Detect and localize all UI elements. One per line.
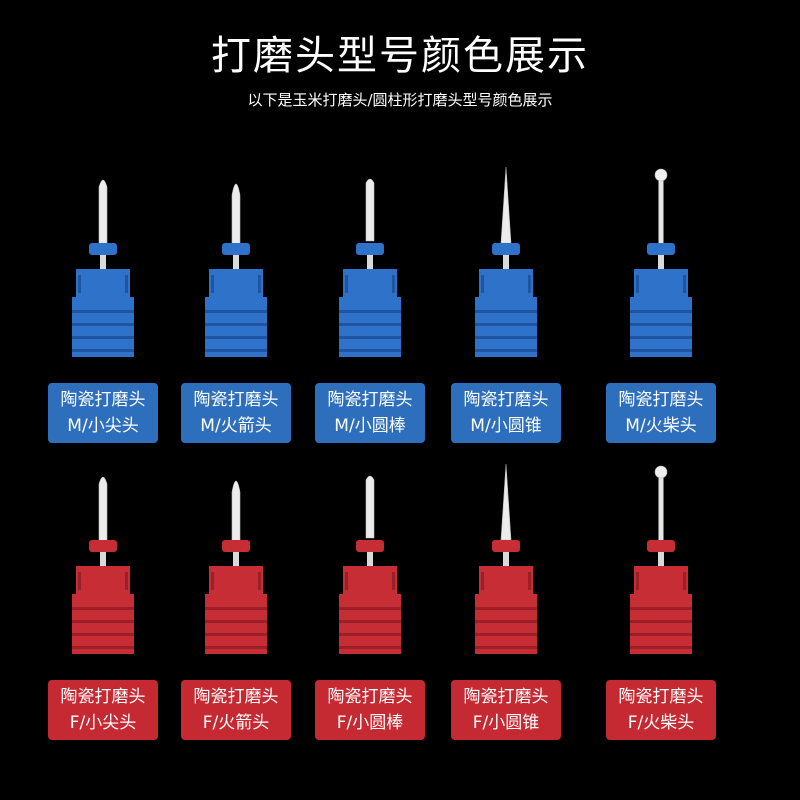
product-grit-shape: F/小圆棒 <box>336 713 404 733</box>
drill-bit-icon <box>205 183 267 357</box>
product-type: 陶瓷打磨头 <box>193 390 279 410</box>
product-type: 陶瓷打磨头 <box>463 687 549 707</box>
drill-bit-icon <box>72 476 134 654</box>
product-grit-shape: M/小圆棒 <box>334 416 406 436</box>
product-grit-shape: F/小尖头 <box>69 713 137 733</box>
product-label: 陶瓷打磨头 F/火柴头 <box>606 680 716 740</box>
drill-bit-icon <box>630 168 692 357</box>
product-type: 陶瓷打磨头 <box>618 390 704 410</box>
product-label: 陶瓷打磨头 F/小圆棒 <box>315 680 425 740</box>
product-grit-shape: M/小尖头 <box>67 416 139 436</box>
product-label: 陶瓷打磨头 M/火箭头 <box>181 383 291 443</box>
product-type: 陶瓷打磨头 <box>327 687 413 707</box>
product-grit-shape: F/火箭头 <box>202 713 270 733</box>
page-subtitle: 以下是玉米打磨头/圆柱形打磨头型号颜色展示 <box>247 91 553 109</box>
product-label: 陶瓷打磨头 M/小圆棒 <box>315 383 425 443</box>
product-label: 陶瓷打磨头 M/小圆锥 <box>451 383 561 443</box>
drill-bit-icon <box>339 178 401 357</box>
product-type: 陶瓷打磨头 <box>327 390 413 410</box>
page-title: 打磨头型号颜色展示 <box>211 33 589 79</box>
product-label: 陶瓷打磨头 M/小尖头 <box>48 383 158 443</box>
product-grit-shape: F/火柴头 <box>627 713 695 733</box>
drill-bit-icon <box>475 166 537 357</box>
product-label: 陶瓷打磨头 F/小尖头 <box>48 680 158 740</box>
product-grit-shape: F/小圆锥 <box>472 713 540 733</box>
drill-bit-icon <box>630 465 692 654</box>
product-type: 陶瓷打磨头 <box>618 687 704 707</box>
product-grit-shape: M/火柴头 <box>625 416 697 436</box>
product-type: 陶瓷打磨头 <box>463 390 549 410</box>
product-type: 陶瓷打磨头 <box>60 687 146 707</box>
product-label: 陶瓷打磨头 M/火柴头 <box>606 383 716 443</box>
drill-bit-icon <box>339 475 401 654</box>
product-type: 陶瓷打磨头 <box>60 390 146 410</box>
product-label: 陶瓷打磨头 F/小圆锥 <box>451 680 561 740</box>
product-grit-shape: M/火箭头 <box>200 416 272 436</box>
drill-bit-icon <box>205 480 267 654</box>
product-type: 陶瓷打磨头 <box>193 687 279 707</box>
drill-bit-icon <box>475 463 537 654</box>
product-grit-shape: M/小圆锥 <box>470 416 542 436</box>
drill-bit-icon <box>72 179 134 357</box>
product-label: 陶瓷打磨头 F/火箭头 <box>181 680 291 740</box>
